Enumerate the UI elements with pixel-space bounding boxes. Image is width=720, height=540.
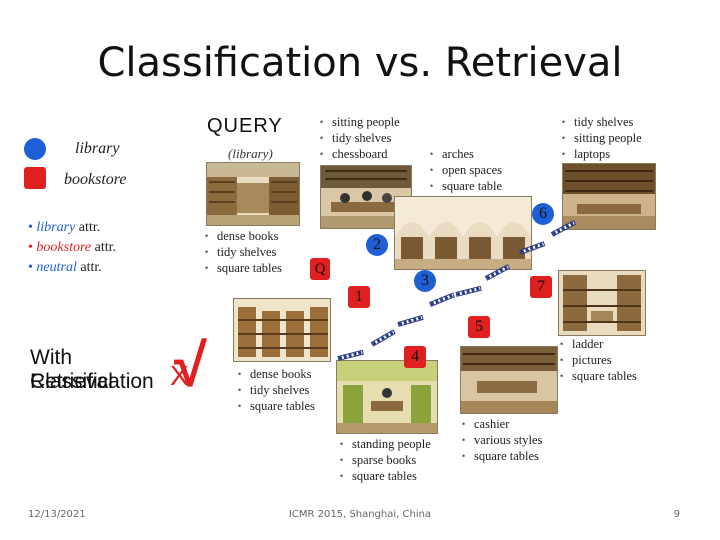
with-label: With [30,346,72,369]
query-class-label: (library) [228,146,273,161]
bookstore-attr-item: • bookstore attr. [28,240,116,255]
result-7-photo [558,270,646,336]
bookstore-legend-label: bookstore [64,171,127,188]
result-6-photo [562,163,656,230]
result-3-photo [394,196,532,270]
retrieval-label: Retrieval [30,370,113,393]
result-1-attr-list: dense bookstidy shelvessquare tables [238,366,315,414]
result-4-attr-list: standing peoplesparse bookssquare tables [340,436,431,484]
rank-1-badge: 1 [348,286,370,308]
library-legend-label: library [75,140,120,157]
check-mark: √ [174,332,207,399]
cross-mark: X [170,360,189,391]
result-4-photo [336,360,438,434]
rank-3-badge: 3 [414,270,436,292]
rank-path-segment [429,292,456,307]
rank-5-badge: 5 [468,316,490,338]
attribute-legend-list: • library attr. • bookstore attr. • neut… [28,218,116,278]
rank-path-segment [397,314,424,327]
slide-title: Classification vs. Retrieval [97,40,623,86]
query-library-photo [206,162,300,226]
footer-date: 12/13/2021 [28,509,86,520]
page-number: 9 [673,509,680,520]
library-attr-item: • library attr. [28,220,101,235]
result-7-attr-list: ladderpicturessquare tables [560,336,637,384]
result-5-attr-list: cashiervarious stylessquare tables [462,416,542,464]
result-3-attr-list: archesopen spacessquare table [430,146,502,194]
result-2-attr-list: sitting peopletidy shelveschessboard [320,114,400,162]
bookstore-legend-square [24,167,46,189]
result-5-photo [460,346,558,414]
library-legend-dot [24,138,46,160]
classification-label: Classification [30,370,154,393]
neutral-attr-item: • neutral attr. [28,260,102,275]
result-6-attr-list: tidy shelvessitting peoplelaptops [562,114,642,162]
rank-2-badge: 2 [366,234,388,256]
rank-6-badge: 6 [532,203,554,225]
query-attr-list: dense bookstidy shelvessquare tables [205,228,282,276]
rank-path-segment [455,285,482,297]
rank-7-badge: 7 [530,276,552,298]
query-marker: Q [310,258,330,280]
rank-4-badge: 4 [404,346,426,368]
result-1-photo [233,298,331,362]
rank-path-segment [370,329,396,347]
query-label: QUERY [207,115,283,137]
footer-venue: ICMR 2015, Shanghai, China [288,509,432,520]
